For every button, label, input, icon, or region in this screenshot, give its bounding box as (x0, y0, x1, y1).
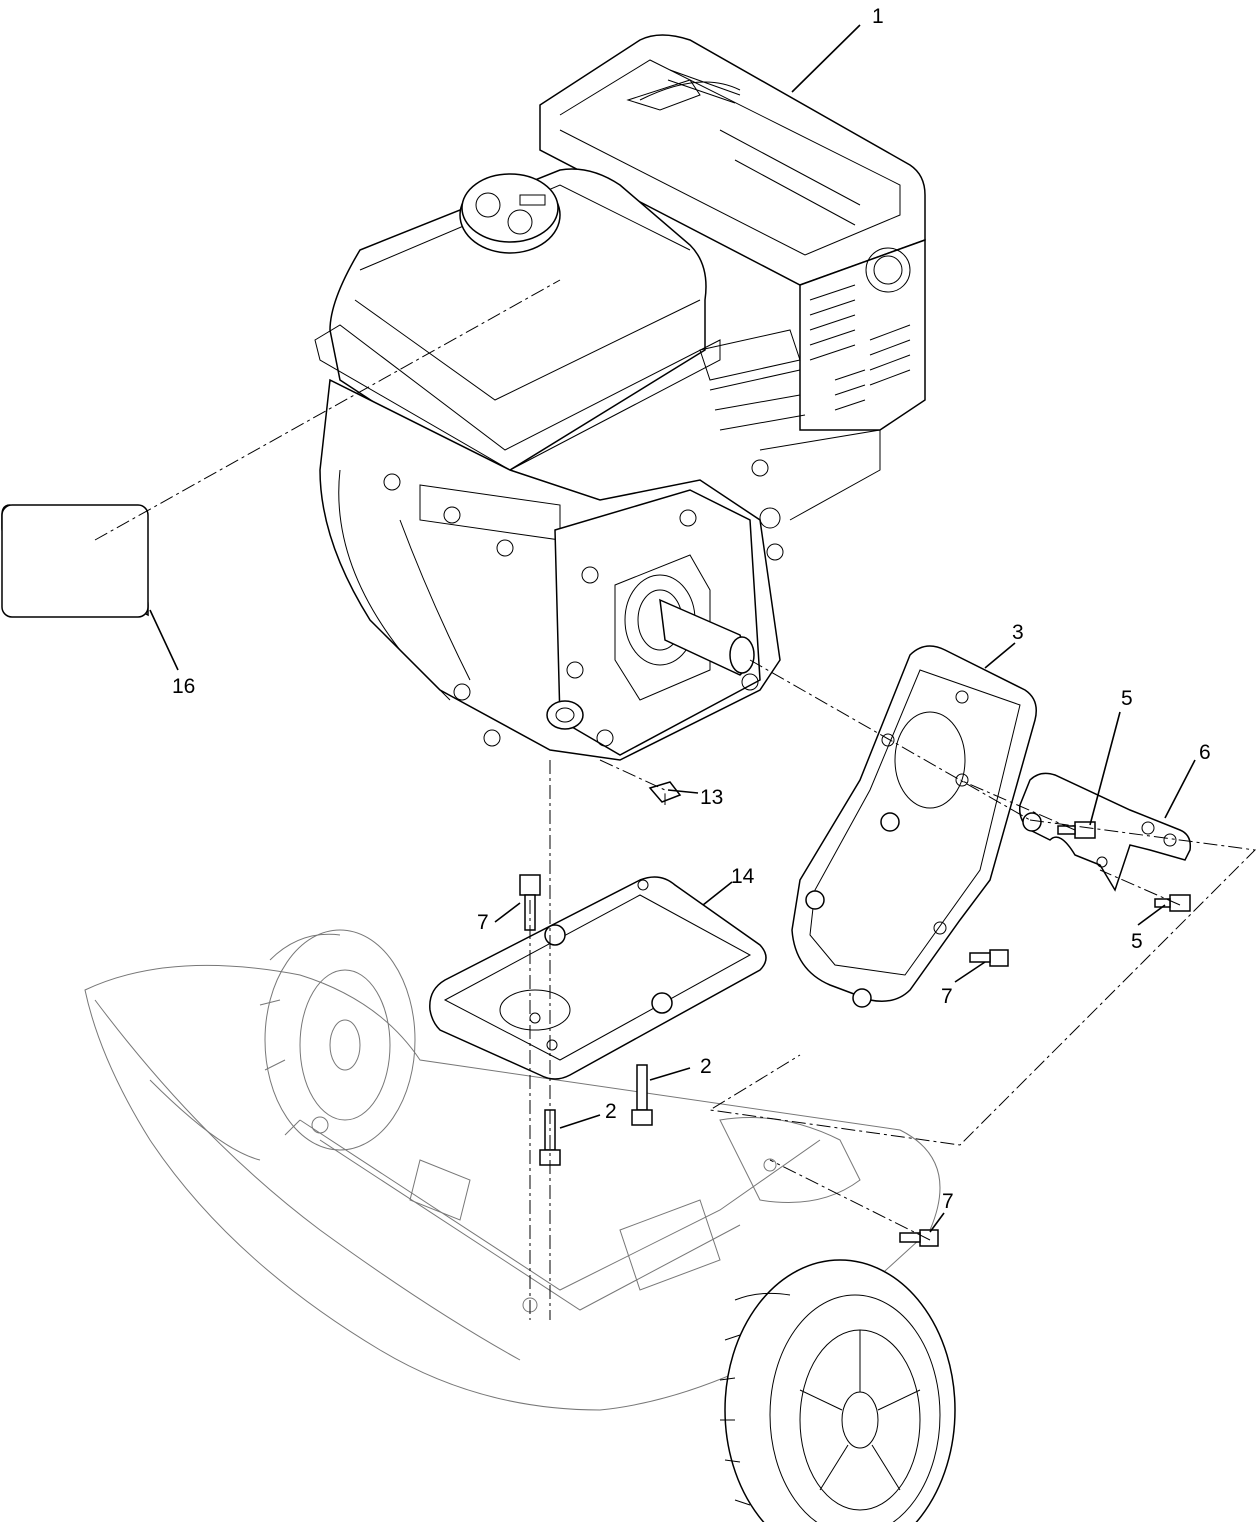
callout-14: 14 (731, 865, 755, 888)
assembly-lines (94, 279, 1257, 1320)
callout-3: 3 (1012, 621, 1024, 644)
callout-1: 1 (872, 5, 884, 28)
callout-2-left: 2 (605, 1100, 617, 1123)
frame-chassis (84, 964, 941, 1411)
plate-6 (1018, 772, 1192, 892)
callout-2-right: 2 (700, 1055, 712, 1078)
mount-bracket-3 (791, 645, 1037, 1008)
left-wheel (259, 929, 416, 1151)
decal-16 (1, 504, 149, 618)
callout-7-bracket: 7 (941, 985, 953, 1008)
callout-13: 13 (700, 786, 724, 809)
right-wheel (719, 1259, 956, 1522)
callout-7-frame: 7 (942, 1190, 954, 1213)
callout-5-bottom: 5 (1131, 930, 1143, 953)
callout-5-top: 5 (1121, 687, 1133, 710)
plate-14 (429, 876, 767, 1080)
callout-16: 16 (172, 675, 196, 698)
callout-7-plate: 7 (477, 911, 489, 934)
callout-6: 6 (1199, 741, 1211, 764)
leader-lines (149, 24, 1196, 1233)
bolts (519, 781, 1191, 1247)
engine-assembly (314, 34, 926, 761)
